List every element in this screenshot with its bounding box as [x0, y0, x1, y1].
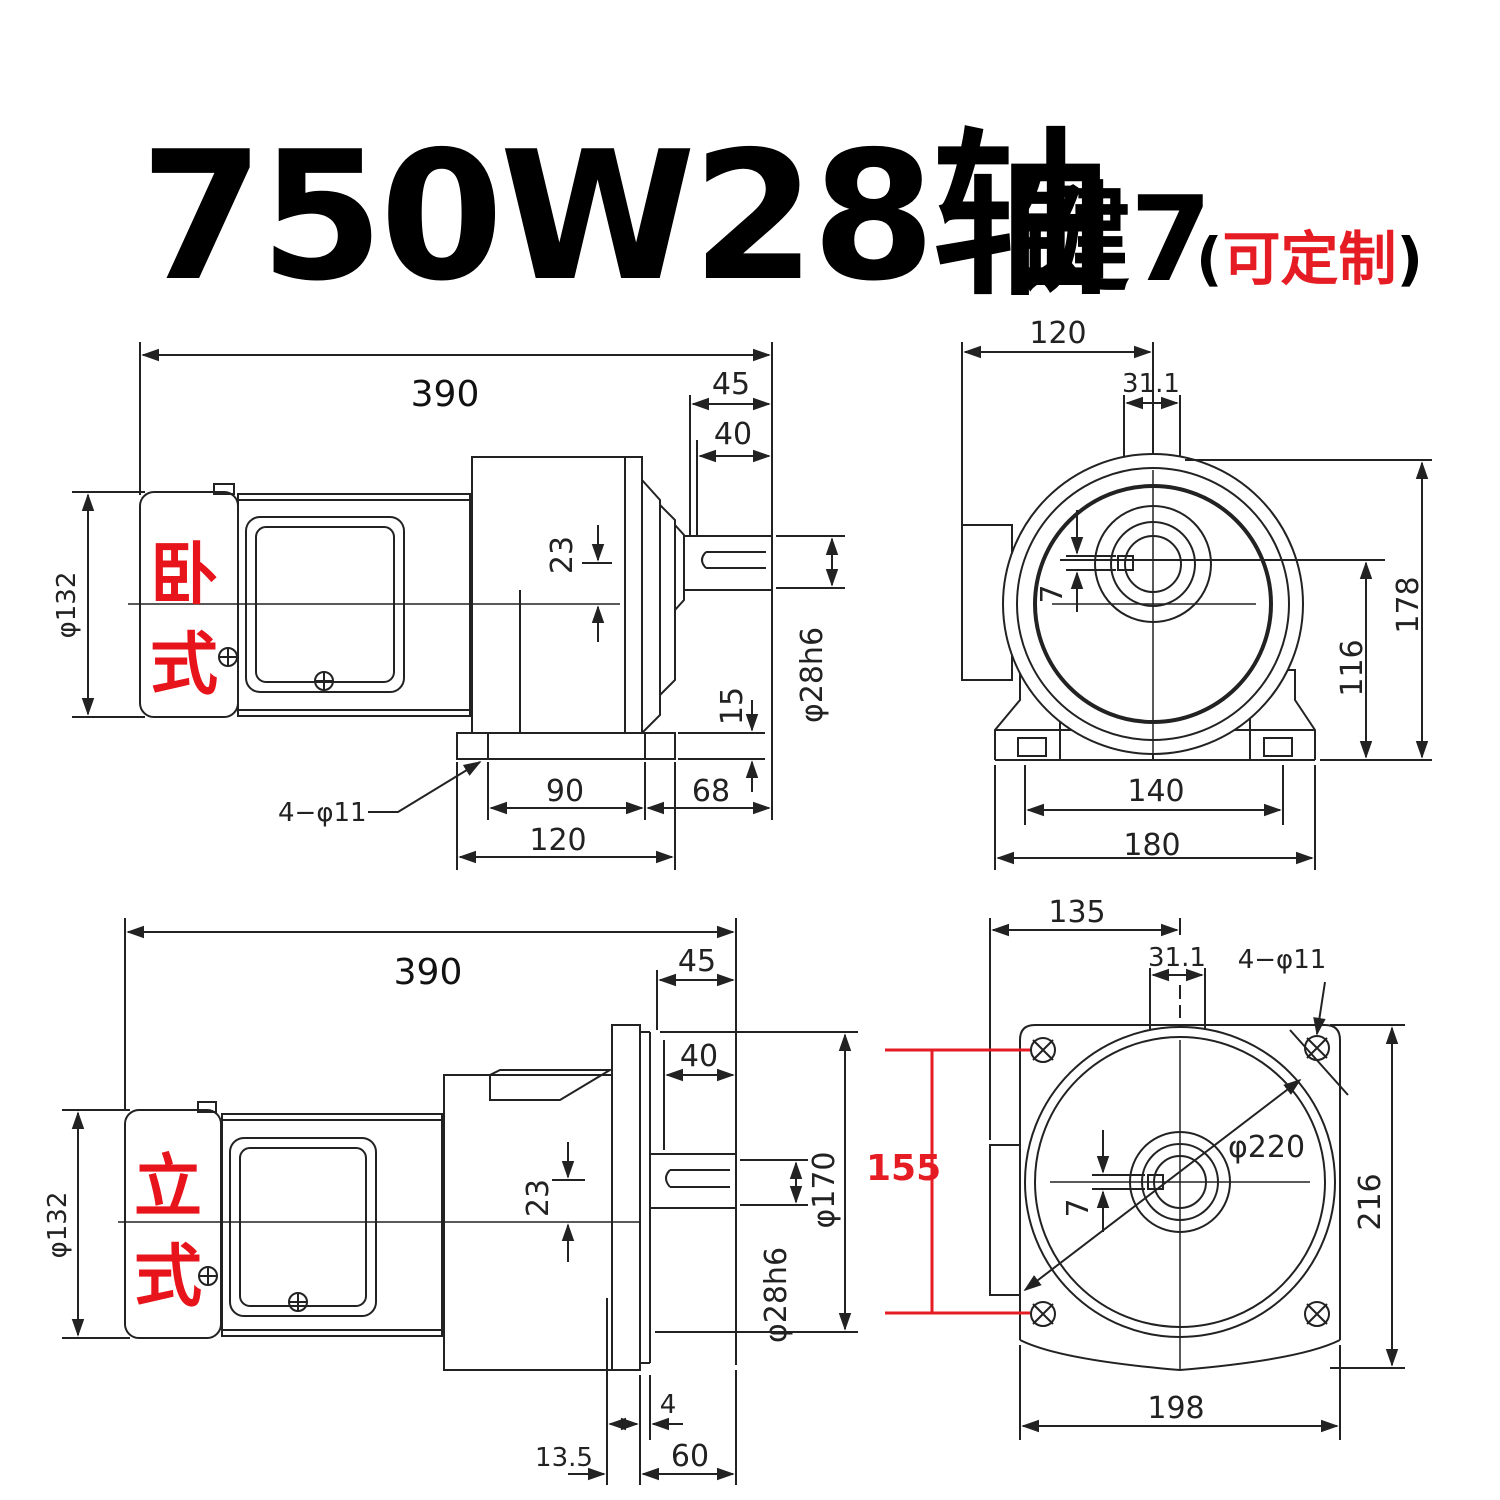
title-main: 750W28轴: [140, 113, 1110, 320]
dim-width-120: 120: [1029, 316, 1086, 351]
dim-height-216: 216: [1353, 1173, 1388, 1230]
dim-base-90: 90: [546, 774, 584, 809]
dim-shaft-diameter: φ28h6: [795, 627, 830, 723]
dim-flange-13-5: 13.5: [535, 1443, 593, 1473]
dim-hole-spacing-155: 155: [866, 1148, 941, 1189]
dim-vertical-shaft-45: 45: [678, 944, 716, 979]
horizontal-side-view: [72, 342, 845, 870]
vertical-label-1: 立: [134, 1148, 202, 1227]
dim-width-135: 135: [1048, 895, 1105, 930]
dim-vertical-key-31-1: 31.1: [1148, 943, 1206, 973]
dim-base-120: 120: [529, 823, 586, 858]
paren-close: ): [1396, 225, 1424, 293]
vertical-side-view: [62, 918, 858, 1485]
dim-width-198: 198: [1147, 1391, 1204, 1426]
dim-holes: 4−φ11: [278, 798, 367, 828]
vertical-side-labels: 390 45 40 23 φ132 φ170 φ28h6 4 13.5 60 立…: [43, 944, 842, 1474]
dim-vertical-diameter-132: φ132: [43, 1192, 73, 1259]
title-custom-note: (可定制): [1196, 230, 1423, 288]
dim-height-116: 116: [1335, 639, 1370, 696]
dim-base-180: 180: [1123, 828, 1180, 863]
title-key: 键7: [1012, 170, 1213, 308]
dim-base-68: 68: [692, 774, 730, 809]
dim-flange-170: φ170: [807, 1151, 842, 1228]
dim-vertical-holes: 4−φ11: [1238, 945, 1327, 975]
title-custom: 可定制: [1222, 225, 1397, 293]
vertical-end-view: [989, 918, 1405, 1440]
hole-spacing-155: [885, 1048, 1030, 1315]
dim-height-178: 178: [1391, 576, 1426, 633]
dim-flange-4: 4: [660, 1390, 677, 1420]
horizontal-label-2: 式: [150, 626, 218, 705]
horizontal-label-1: 卧: [150, 536, 218, 615]
dim-shaft-45: 45: [712, 367, 750, 402]
dim-total-length: 390: [411, 374, 480, 415]
horizontal-side-labels: 390 45 40 23 φ132 φ28h6 15 90 68 120 4−φ…: [52, 367, 830, 858]
dim-vertical-total-length: 390: [394, 952, 463, 993]
dim-vertical-height-23: 23: [521, 1179, 556, 1217]
dim-key-31-1: 31.1: [1122, 369, 1180, 399]
dim-diameter-132: φ132: [52, 572, 82, 639]
dim-base-140: 140: [1127, 774, 1184, 809]
title: 750W28轴 键7 (可定制): [0, 128, 1500, 328]
horizontal-end-labels: 120 31.1 178 116 7 140 180: [1029, 316, 1426, 863]
dim-key-7: 7: [1035, 584, 1070, 603]
dim-shaft-40: 40: [714, 417, 752, 452]
dim-vertical-shaft-40: 40: [680, 1039, 718, 1074]
vertical-end-labels: 135 31.1 4−φ11 φ220 7 216 198 155: [866, 895, 1388, 1426]
dim-pcd-220: φ220: [1228, 1130, 1305, 1165]
dim-vertical-shaft-diameter: φ28h6: [759, 1247, 794, 1343]
dim-height-23: 23: [545, 536, 580, 574]
dim-base-15: 15: [715, 687, 750, 725]
paren-open: (: [1196, 225, 1223, 293]
dim-vertical-key-7: 7: [1061, 1198, 1096, 1217]
vertical-label-2: 式: [134, 1238, 202, 1317]
horizontal-end-view: [961, 342, 1432, 870]
dim-flange-60: 60: [671, 1439, 709, 1474]
